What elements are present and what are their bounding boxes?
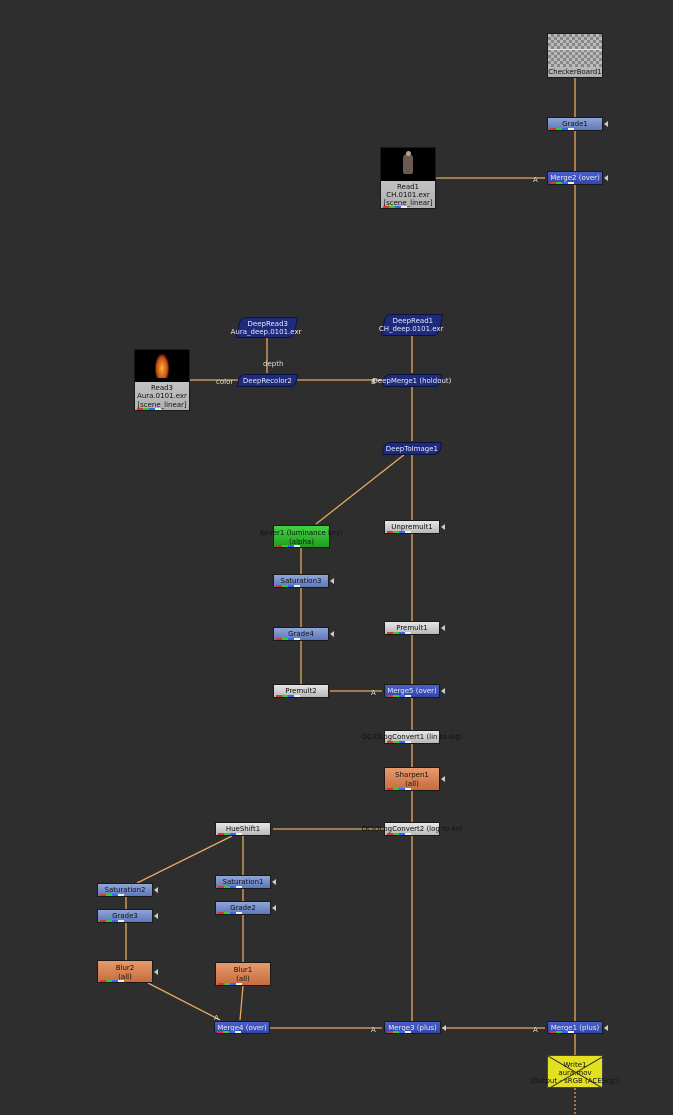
grade1-node[interactable]: Grade1 <box>547 117 608 131</box>
checkerboard-label: CheckerBoard1 <box>548 68 602 76</box>
deeptoimage1-label: DeepToImage1 <box>385 445 438 453</box>
read3-file: Aura.0101.exr <box>137 392 187 400</box>
saturation1-label: Saturation1 <box>222 878 264 886</box>
merge1-node[interactable]: Merge1 (plus) <box>547 1021 608 1034</box>
blur2-sublabel: (all) <box>118 973 132 981</box>
merge4-input-a: A <box>214 1014 219 1022</box>
sharpen1-sublabel: (all) <box>405 780 419 788</box>
saturation1-node[interactable]: Saturation1 <box>215 875 276 889</box>
read1-node[interactable]: Read1 CH.0101.exr [scene_linear] <box>380 147 436 209</box>
deeprecolor2-label: DeepRecolor2 <box>242 377 292 385</box>
premult1-node[interactable]: Premult1 <box>384 621 445 635</box>
blur2-label: Blur2 <box>115 964 135 972</box>
grade4-node[interactable]: Grade4 <box>273 627 334 641</box>
deepmerge1-label: DeepMerge1 (holdout) <box>372 377 452 385</box>
write1-node[interactable]: Write1 aura.mov (Output - sRGB (ACEScg)) <box>530 1055 620 1089</box>
merge2-input-a: A <box>533 176 538 184</box>
merge3-node[interactable]: Merge3 (plus) <box>384 1021 446 1034</box>
grade2-node[interactable]: Grade2 <box>215 901 276 915</box>
deepread3-name: DeepRead3 <box>247 320 288 328</box>
write1-colorspace: (Output - sRGB (ACEScg)) <box>530 1077 620 1085</box>
deeprecolor2-node[interactable]: DeepRecolor2 <box>236 374 299 387</box>
read1-thumbnail <box>381 148 435 181</box>
grade3-node[interactable]: Grade3 <box>97 909 158 923</box>
blur1-label: Blur1 <box>233 966 253 974</box>
grade3-label: Grade3 <box>112 912 138 920</box>
premult2-label: Premult2 <box>285 687 317 695</box>
blur2-node[interactable]: Blur2 (all) <box>97 960 158 983</box>
read3-name: Read3 <box>150 384 174 392</box>
keyer1-sublabel: (alpha) <box>289 538 314 546</box>
unpremult1-label: Unpremult1 <box>391 523 433 531</box>
deepread1-name: DeepRead1 <box>392 317 434 325</box>
read3-thumbnail <box>135 350 189 382</box>
saturation2-node[interactable]: Saturation2 <box>97 883 158 897</box>
deepmerge1-node[interactable]: DeepMerge1 (holdout) <box>372 374 451 387</box>
grade4-label: Grade4 <box>288 630 314 638</box>
deeptoimage1-node[interactable]: DeepToImage1 <box>381 442 443 455</box>
merge1-label: Merge1 (plus) <box>550 1024 600 1032</box>
merge5-node[interactable]: Merge5 (over) <box>384 684 445 698</box>
grade2-label: Grade2 <box>230 904 256 912</box>
read1-name: Read1 <box>396 183 420 191</box>
write1-label: Write1 <box>563 1061 587 1069</box>
deepread3-node[interactable]: DeepRead3 Aura_deep.0101.exr <box>231 317 301 338</box>
ociologconvert2-node[interactable]: OCIOLogConvert2 (log to lin) <box>362 822 462 836</box>
saturation3-label: Saturation3 <box>280 577 322 585</box>
checkerboard-node[interactable]: CheckerBoard1 <box>547 33 603 78</box>
read3-node[interactable]: Read3 Aura.0101.exr [scene_linear] <box>134 349 190 411</box>
deepread1-node[interactable]: DeepRead1 CH_deep.0101.exr <box>379 314 443 336</box>
merge1-input-a: A <box>533 1026 538 1034</box>
merge2-node[interactable]: Merge2 (over) <box>547 171 608 185</box>
hueshift1-node[interactable]: HueShift1 <box>215 822 271 836</box>
write1-cross-icon <box>548 1056 604 1089</box>
merge5-input-a: A <box>371 689 376 697</box>
blur1-sublabel: (all) <box>236 975 250 983</box>
saturation2-label: Saturation2 <box>104 886 146 894</box>
read1-file: CH.0101.exr <box>386 191 430 199</box>
ociologconvert2-label: OCIOLogConvert2 (log to lin) <box>361 825 463 833</box>
ociologconvert1-label: OCIOLogConvert1 (lin to log) <box>361 733 463 741</box>
read1-colorspace: [scene_linear] <box>383 199 433 207</box>
keyer1-label: Keyer1 (luminance key) <box>260 529 343 537</box>
merge4-node[interactable]: Merge4 (over) <box>214 1021 270 1034</box>
sharpen1-node[interactable]: Sharpen1 (all) <box>384 767 445 791</box>
premult1-label: Premult1 <box>396 624 428 632</box>
sharpen1-label: Sharpen1 <box>395 771 429 779</box>
merge3-input-a: A <box>371 1026 376 1034</box>
unpremult1-node[interactable]: Unpremult1 <box>384 520 445 534</box>
merge3-label: Merge3 (plus) <box>388 1024 437 1032</box>
deeprecolor2-color-pin: color <box>216 378 234 386</box>
merge4-label: Merge4 (over) <box>217 1024 267 1032</box>
hueshift1-label: HueShift1 <box>225 825 261 833</box>
keyer1-node[interactable]: Keyer1 (luminance key) (alpha) <box>260 525 343 548</box>
merge5-label: Merge5 (over) <box>387 687 437 695</box>
premult2-node[interactable]: Premult2 <box>273 684 329 698</box>
blur1-node[interactable]: Blur1 (all) <box>215 962 271 986</box>
ociologconvert1-node[interactable]: OCIOLogConvert1 (lin to log) <box>362 730 462 744</box>
grade1-label: Grade1 <box>562 120 588 128</box>
read3-colorspace: [scene_linear] <box>137 401 187 409</box>
checkerboard-thumbnail <box>548 34 602 67</box>
merge2-label: Merge2 (over) <box>550 174 600 182</box>
deepread1-file: CH_deep.0101.exr <box>378 325 444 333</box>
deepread3-file: Aura_deep.0101.exr <box>230 328 302 336</box>
write1-file: aura.mov <box>558 1069 592 1077</box>
saturation3-node[interactable]: Saturation3 <box>273 574 334 588</box>
deepmerge1-input-b: B <box>371 378 376 386</box>
deeprecolor2-depth-pin: depth <box>263 360 284 368</box>
